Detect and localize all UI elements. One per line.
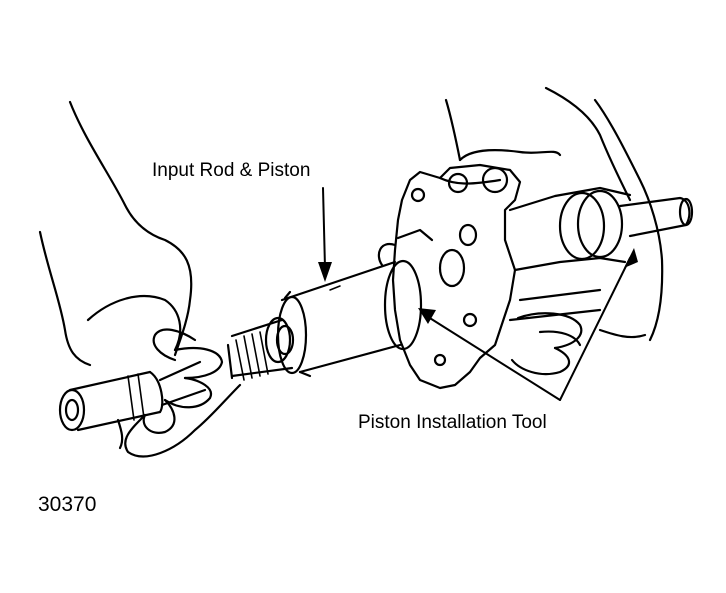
input-rod-piston-label: Input Rod & Piston — [152, 160, 311, 181]
arrowheads — [318, 248, 638, 324]
figure-number: 30370 — [38, 493, 97, 516]
cylinder-bore — [508, 186, 694, 347]
installation-tool-sleeve — [276, 259, 423, 378]
input-rod-piston — [226, 316, 295, 381]
cylinder-body — [377, 163, 522, 390]
left-hand — [38, 100, 242, 458]
piston-installation-tool-label: Piston Installation Tool — [358, 412, 547, 433]
leader-lines — [322, 187, 631, 401]
rod-end-fitting — [58, 360, 207, 432]
right-hand — [444, 86, 664, 376]
